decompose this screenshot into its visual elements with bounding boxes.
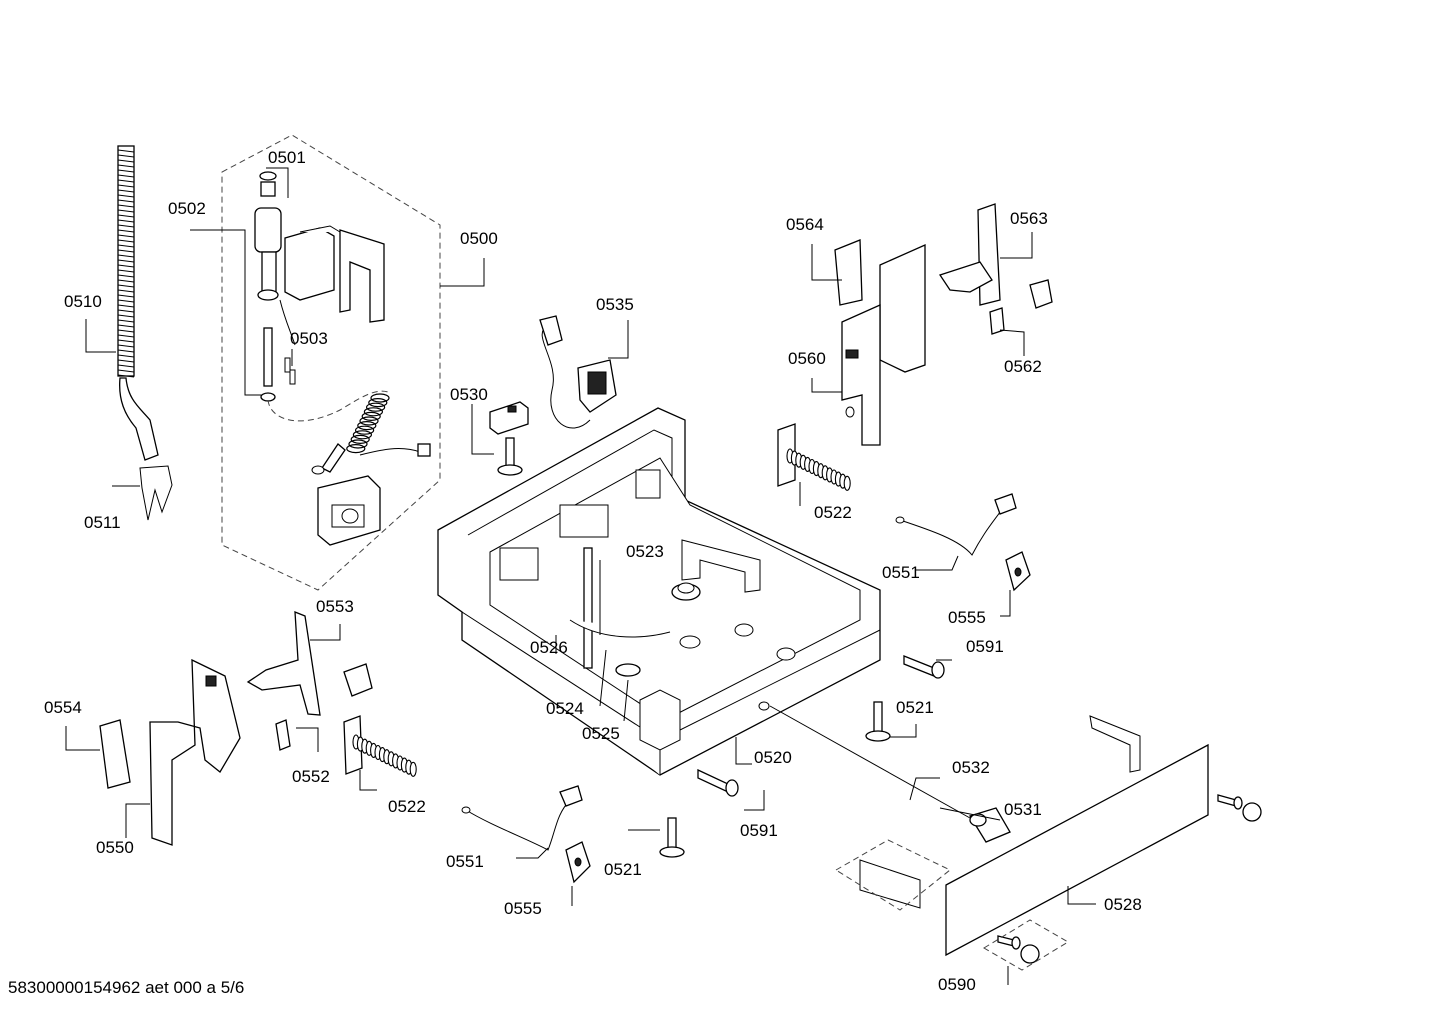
label-0523: 0523 [626,542,664,561]
bracket-0563 [938,203,1053,335]
bracket-0553 [246,611,373,716]
label-0511: 0511 [84,513,121,532]
label-0552: 0552 [292,767,330,786]
screw-0591-right [903,655,945,679]
bracket-0560 [834,239,926,446]
label-0502: 0502 [168,199,206,218]
label-0535: 0535 [596,295,634,314]
label-0522-right: 0522 [814,503,852,522]
foot-0530 [489,401,529,476]
label-0554: 0554 [44,698,82,717]
label-0591-right: 0591 [966,637,1004,656]
foot-0521-center [659,817,685,858]
label-0521-right: 0521 [896,698,934,717]
label-0530: 0530 [450,385,488,404]
foot-0521-right [865,701,891,742]
label-0591-center: 0591 [740,821,778,840]
leader-lines [65,167,1096,985]
valve-assembly-0502 [254,171,385,402]
document-id: 58300000154962 aet 000 a 5/6 [8,978,245,997]
screw-0590-bottom [997,935,1040,964]
supply-coil-hose [311,393,431,546]
cable-0551-left [461,785,583,851]
clip-0555-left [565,841,591,884]
cover-0554 [99,719,131,789]
label-0551-left: 0551 [446,852,484,871]
clip-0555-right [1005,551,1031,592]
label-0553: 0553 [316,597,354,616]
label-0501: 0501 [268,148,306,167]
label-0522-left: 0522 [388,797,426,816]
cable-0551-right [895,493,1017,556]
label-0563: 0563 [1010,209,1048,228]
label-0525: 0525 [582,724,620,743]
label-0550: 0550 [96,838,134,857]
part-number-labels: 0501 0502 0500 0503 0510 0511 0520 0521 … [44,148,1142,994]
screw-0591-center [697,768,739,797]
label-0531: 0531 [1004,800,1042,819]
spring-0522-right [777,423,851,491]
label-0500: 0500 [460,229,498,248]
rod-0532 [769,705,971,819]
switch-0535 [539,315,617,429]
label-0503: 0503 [290,329,328,348]
drain-hose-0510 [117,145,173,521]
base-tub-0520 [437,407,881,776]
label-0555-right: 0555 [948,608,986,627]
label-0532: 0532 [952,758,990,777]
label-0564: 0564 [786,215,824,234]
bracket-0550 [149,658,241,846]
label-0510: 0510 [64,292,102,311]
label-0562: 0562 [1004,357,1042,376]
label-0520: 0520 [754,748,792,767]
screw-0590-right [1217,794,1262,822]
group-0590-boundary [983,919,1069,971]
spring-0522-left [343,715,417,777]
label-0551-right: 0551 [882,563,920,582]
label-0528: 0528 [1104,895,1142,914]
clip-0552 [275,719,291,751]
label-0590: 0590 [938,975,976,994]
group-0528-connector-boundary [835,839,951,911]
label-0526: 0526 [530,638,568,657]
kick-plate-0528 [859,715,1209,957]
label-0560: 0560 [788,349,826,368]
label-0521-center: 0521 [604,860,642,879]
label-0524: 0524 [546,699,584,718]
label-0555-left: 0555 [504,899,542,918]
